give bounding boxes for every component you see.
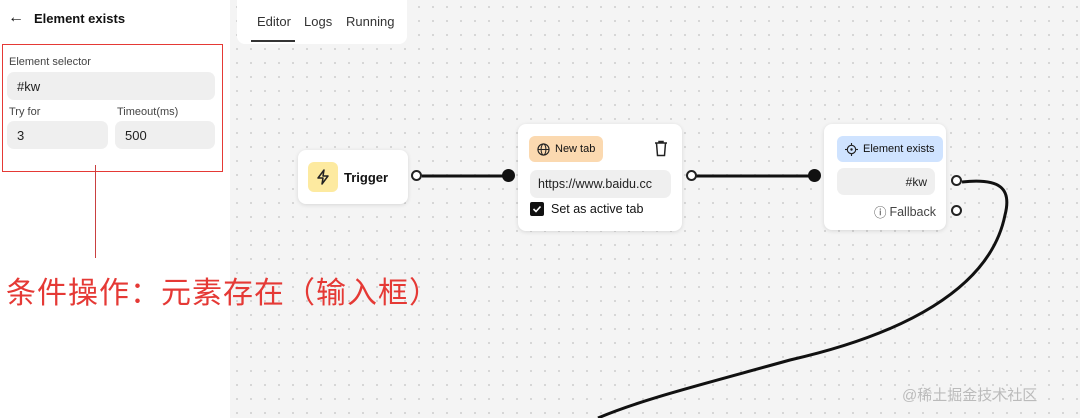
editor-tabs: Editor Logs Running [237,0,407,44]
element-exists-chip: Element exists [837,136,943,162]
tab-running[interactable]: Running [346,14,395,29]
newtab-input-handle[interactable] [502,169,515,182]
element-exists-label: Element exists [863,143,935,155]
annotation-line [95,165,96,258]
wire-elementexists-out [597,179,1009,418]
try-for-label: Try for [9,106,41,118]
sidebar-title: Element exists [34,10,126,26]
timeout-label: Timeout(ms) [117,106,179,118]
fallback-label: Fallback [889,204,936,219]
new-tab-chip: New tab [529,136,604,162]
crosshair-icon [845,142,858,156]
element-selector-display: #kw [837,168,935,195]
trigger-output-handle[interactable] [411,170,422,181]
lightning-icon [317,169,329,185]
active-tab-label: Set as active tab [551,202,644,216]
fallback-row: ⓘ Fallback [874,202,936,221]
watermark: @稀土掘金技术社区 [902,387,1038,404]
try-for-input[interactable]: 3 [7,121,108,149]
node-trigger[interactable]: Trigger [298,150,408,204]
node-element-exists[interactable]: Element exists #kw ⓘ Fallback [824,124,946,230]
trigger-label: Trigger [344,170,389,185]
trigger-icon-box [308,162,338,192]
sidebar-header: ← Element exists [8,10,125,26]
active-tab-checkbox[interactable] [530,202,544,216]
sidebar-panel: ← Element exists Element selector #kw Tr… [0,0,230,418]
checkmark-icon [532,205,542,213]
elementexists-fallback-handle[interactable] [951,205,962,216]
elementexists-input-handle[interactable] [808,169,821,182]
new-tab-label: New tab [555,143,596,155]
tab-editor[interactable]: Editor [257,14,291,29]
url-input[interactable]: https://www.baidu.cc [530,170,671,198]
info-icon: ⓘ [873,206,887,220]
timeout-input[interactable]: 500 [115,121,215,149]
elementexists-success-handle[interactable] [951,175,962,186]
active-tab-indicator [251,40,295,42]
highlight-box [2,44,223,172]
node-new-tab[interactable]: New tab https://www.baidu.cc Set as acti… [518,124,682,231]
trash-icon[interactable] [654,140,668,157]
arrow-left-icon[interactable]: ← [8,9,24,26]
annotation-text: 条件操作：元素存在（输入框） [6,276,440,311]
newtab-output-handle[interactable] [686,170,697,181]
tab-logs[interactable]: Logs [304,14,333,29]
selector-input[interactable]: #kw [7,72,215,100]
globe-icon [537,142,550,156]
selector-label: Element selector [9,56,91,68]
